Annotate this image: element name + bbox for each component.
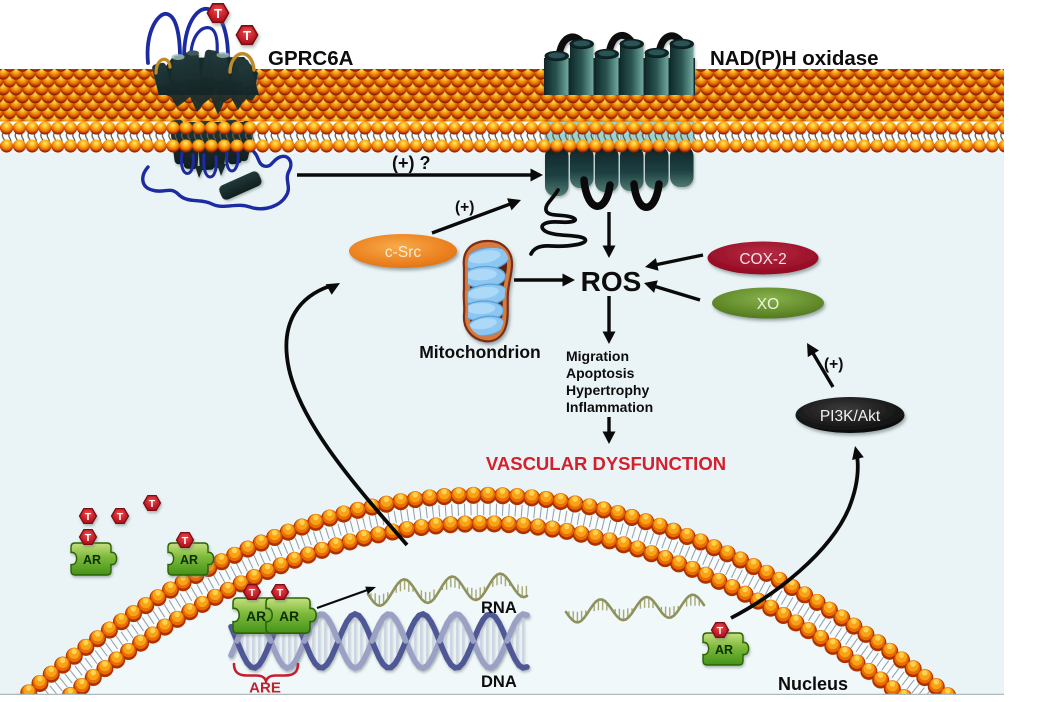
svg-text:RNA: RNA	[481, 599, 517, 617]
svg-text:Migration: Migration	[566, 348, 629, 364]
svg-text:T: T	[182, 535, 189, 547]
svg-text:NAD(P)H oxidase: NAD(P)H oxidase	[710, 47, 879, 70]
svg-text:Hypertrophy: Hypertrophy	[566, 382, 649, 398]
svg-text:AR: AR	[246, 609, 266, 624]
svg-text:ARE: ARE	[249, 680, 281, 697]
svg-text:Inflammation: Inflammation	[566, 399, 653, 415]
svg-text:Apoptosis: Apoptosis	[566, 365, 635, 381]
svg-text:VASCULAR DYSFUNCTION: VASCULAR DYSFUNCTION	[486, 453, 726, 474]
svg-text:Nucleus: Nucleus	[778, 674, 848, 694]
svg-text:T: T	[243, 28, 251, 43]
svg-text:XO: XO	[757, 296, 779, 313]
svg-text:AR: AR	[180, 553, 198, 567]
svg-text:c-Src: c-Src	[385, 244, 421, 261]
svg-text:T: T	[149, 498, 156, 510]
svg-text:T: T	[85, 511, 92, 523]
svg-text:COX-2: COX-2	[739, 251, 786, 268]
svg-text:GPRC6A: GPRC6A	[268, 47, 354, 70]
svg-text:T: T	[214, 6, 222, 21]
svg-text:T: T	[249, 587, 256, 599]
svg-text:(+): (+)	[455, 199, 474, 216]
svg-text:AR: AR	[715, 643, 733, 657]
svg-text:(+): (+)	[824, 356, 843, 373]
svg-text:ROS: ROS	[581, 266, 642, 297]
svg-text:T: T	[717, 625, 724, 637]
svg-text:DNA: DNA	[481, 673, 517, 691]
svg-text:T: T	[277, 587, 284, 599]
svg-text:T: T	[117, 511, 124, 523]
svg-text:T: T	[85, 532, 92, 544]
svg-text:(+) ?: (+) ?	[392, 153, 431, 173]
svg-text:PI3K/Akt: PI3K/Akt	[820, 408, 881, 425]
svg-text:AR: AR	[279, 609, 299, 624]
svg-text:AR: AR	[83, 553, 101, 567]
svg-text:Mitochondrion: Mitochondrion	[419, 342, 541, 362]
